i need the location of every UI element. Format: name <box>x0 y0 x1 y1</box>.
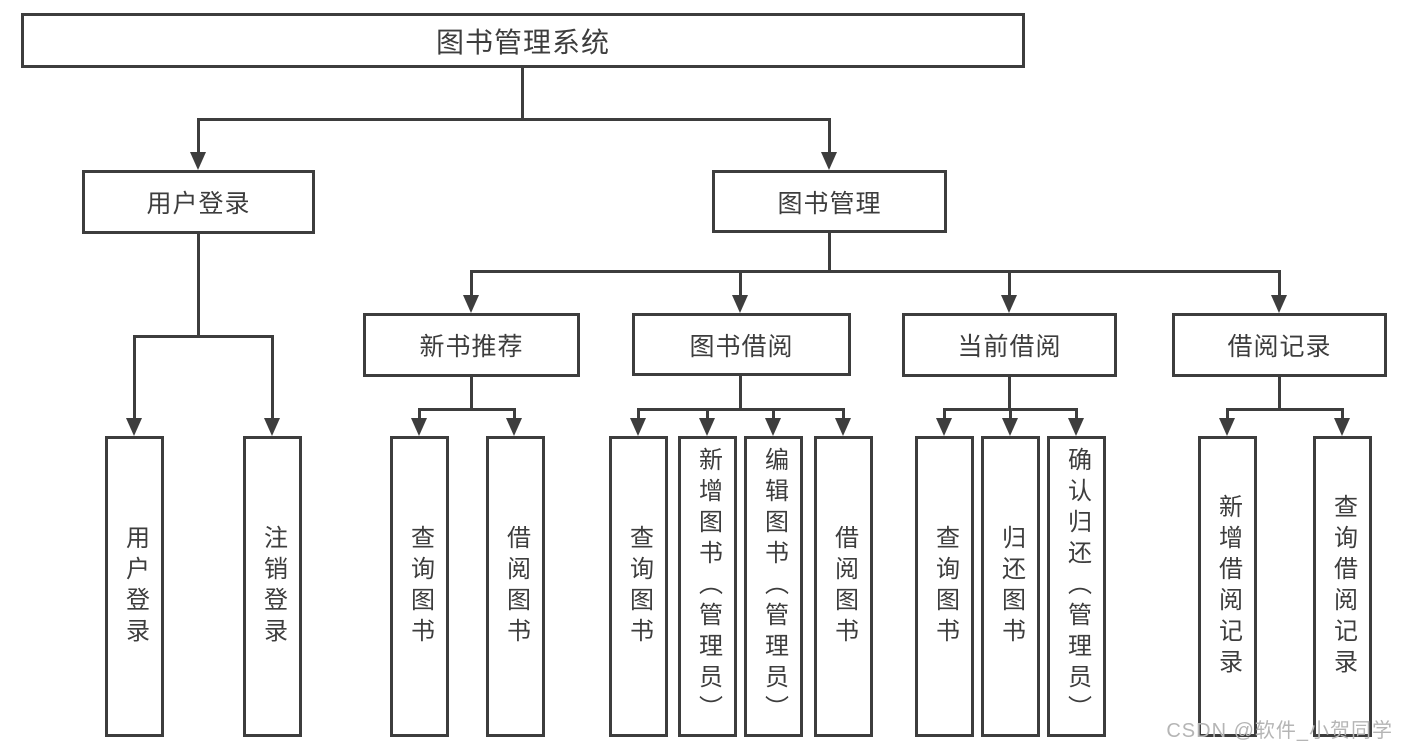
node-label: 新书推荐 <box>419 333 524 361</box>
arrow-down-icon <box>411 418 427 436</box>
leaf-label: 查询图书 <box>931 524 959 649</box>
connector-drop-leaf-login <box>133 335 136 421</box>
connector-login-stem <box>197 234 200 336</box>
connector-root-bar <box>197 118 831 121</box>
leaf-label: 查询借阅记录 <box>1329 493 1357 680</box>
connector-drop <box>513 408 516 421</box>
connector-drop <box>1009 408 1012 421</box>
connector-record-bar <box>1226 408 1343 411</box>
connector-drop-leaf-logout <box>271 335 274 421</box>
connector-drop-book-borrow <box>739 270 742 297</box>
node-book-management: 图书管理 <box>712 170 947 233</box>
leaf-label: 用户登录 <box>121 524 149 649</box>
connector-drop <box>706 408 709 421</box>
connector-login-bar <box>133 335 274 338</box>
connector-newbook-stem <box>470 377 473 408</box>
leaf-logout: 注销登录 <box>243 436 302 737</box>
connector-mgmt-bar <box>470 270 1281 273</box>
arrow-down-icon <box>821 152 837 170</box>
leaf-label: 编辑图书（管理员） <box>760 447 788 726</box>
connector-record-stem <box>1278 377 1281 408</box>
arrow-down-icon <box>699 418 715 436</box>
leaf-query-books-current: 查询图书 <box>915 436 974 737</box>
node-user-login: 用户登录 <box>82 170 315 234</box>
leaf-label: 借阅图书 <box>830 524 858 649</box>
connector-borrow-bar <box>637 408 844 411</box>
node-borrowing-records: 借阅记录 <box>1172 313 1387 377</box>
connector-drop <box>842 408 845 421</box>
connector-drop <box>1226 408 1229 421</box>
arrow-down-icon <box>1068 418 1084 436</box>
arrow-down-icon <box>1219 418 1235 436</box>
connector-mgmt-stem <box>828 233 831 271</box>
connector-drop <box>1341 408 1344 421</box>
connector-drop <box>418 408 421 421</box>
connector-drop <box>637 408 640 421</box>
leaf-add-book-admin: 新增图书（管理员） <box>678 436 737 737</box>
arrow-down-icon <box>835 418 851 436</box>
arrow-down-icon <box>1001 295 1017 313</box>
arrow-down-icon <box>732 295 748 313</box>
node-label: 当前借阅 <box>957 333 1062 361</box>
arrow-down-icon <box>463 295 479 313</box>
watermark: CSDN @软件_小贺同学 <box>1166 720 1393 742</box>
leaf-edit-book-admin: 编辑图书（管理员） <box>744 436 803 737</box>
leaf-query-books-borrowing: 查询图书 <box>609 436 668 737</box>
leaf-add-borrow-record: 新增借阅记录 <box>1198 436 1257 737</box>
node-current-borrowing: 当前借阅 <box>902 313 1117 377</box>
connector-drop-current-borrow <box>1008 270 1011 297</box>
leaf-label: 查询图书 <box>625 524 653 649</box>
node-label: 图书借阅 <box>689 332 794 361</box>
leaf-label: 新增借阅记录 <box>1214 493 1242 680</box>
arrow-down-icon <box>126 418 142 436</box>
leaf-borrow-books-recommend: 借阅图书 <box>486 436 545 737</box>
connector-drop <box>943 408 946 421</box>
arrow-down-icon <box>264 418 280 436</box>
node-label: 图书管理系统 <box>435 26 610 58</box>
leaf-query-borrow-record: 查询借阅记录 <box>1313 436 1372 737</box>
connector-drop <box>772 408 775 421</box>
arrow-down-icon <box>765 418 781 436</box>
leaf-label: 确认归还（管理员） <box>1063 447 1091 726</box>
connector-newbook-bar <box>418 408 516 411</box>
leaf-confirm-return-admin: 确认归还（管理员） <box>1047 436 1106 737</box>
node-book-borrowing: 图书借阅 <box>632 313 851 376</box>
leaf-return-books: 归还图书 <box>981 436 1040 737</box>
leaf-label: 查询图书 <box>406 524 434 649</box>
node-label: 用户登录 <box>146 190 251 218</box>
arrow-down-icon <box>1002 418 1018 436</box>
leaf-label: 新增图书（管理员） <box>694 447 722 726</box>
arrow-down-icon <box>630 418 646 436</box>
connector-drop-borrow-record <box>1278 270 1281 297</box>
connector-drop-book-management <box>828 118 831 156</box>
connector-drop <box>1075 408 1078 421</box>
connector-borrow-stem <box>739 376 742 408</box>
node-label: 借阅记录 <box>1227 333 1332 361</box>
arrow-down-icon <box>1271 295 1287 313</box>
arrow-down-icon <box>506 418 522 436</box>
connector-current-stem <box>1008 377 1011 408</box>
leaf-query-books-recommend: 查询图书 <box>390 436 449 737</box>
leaf-user-login: 用户登录 <box>105 436 164 737</box>
leaf-label: 借阅图书 <box>502 524 530 649</box>
node-library-system: 图书管理系统 <box>21 13 1025 68</box>
connector-drop-user-login <box>197 118 200 156</box>
node-new-book-recommend: 新书推荐 <box>363 313 580 377</box>
arrow-down-icon <box>1334 418 1350 436</box>
node-label: 图书管理 <box>777 189 882 218</box>
leaf-label: 注销登录 <box>259 524 287 649</box>
arrow-down-icon <box>936 418 952 436</box>
connector-drop-new-book <box>470 270 473 297</box>
leaf-borrow-books: 借阅图书 <box>814 436 873 737</box>
connector-root-stem <box>521 68 524 118</box>
arrow-down-icon <box>190 152 206 170</box>
leaf-label: 归还图书 <box>997 524 1025 649</box>
